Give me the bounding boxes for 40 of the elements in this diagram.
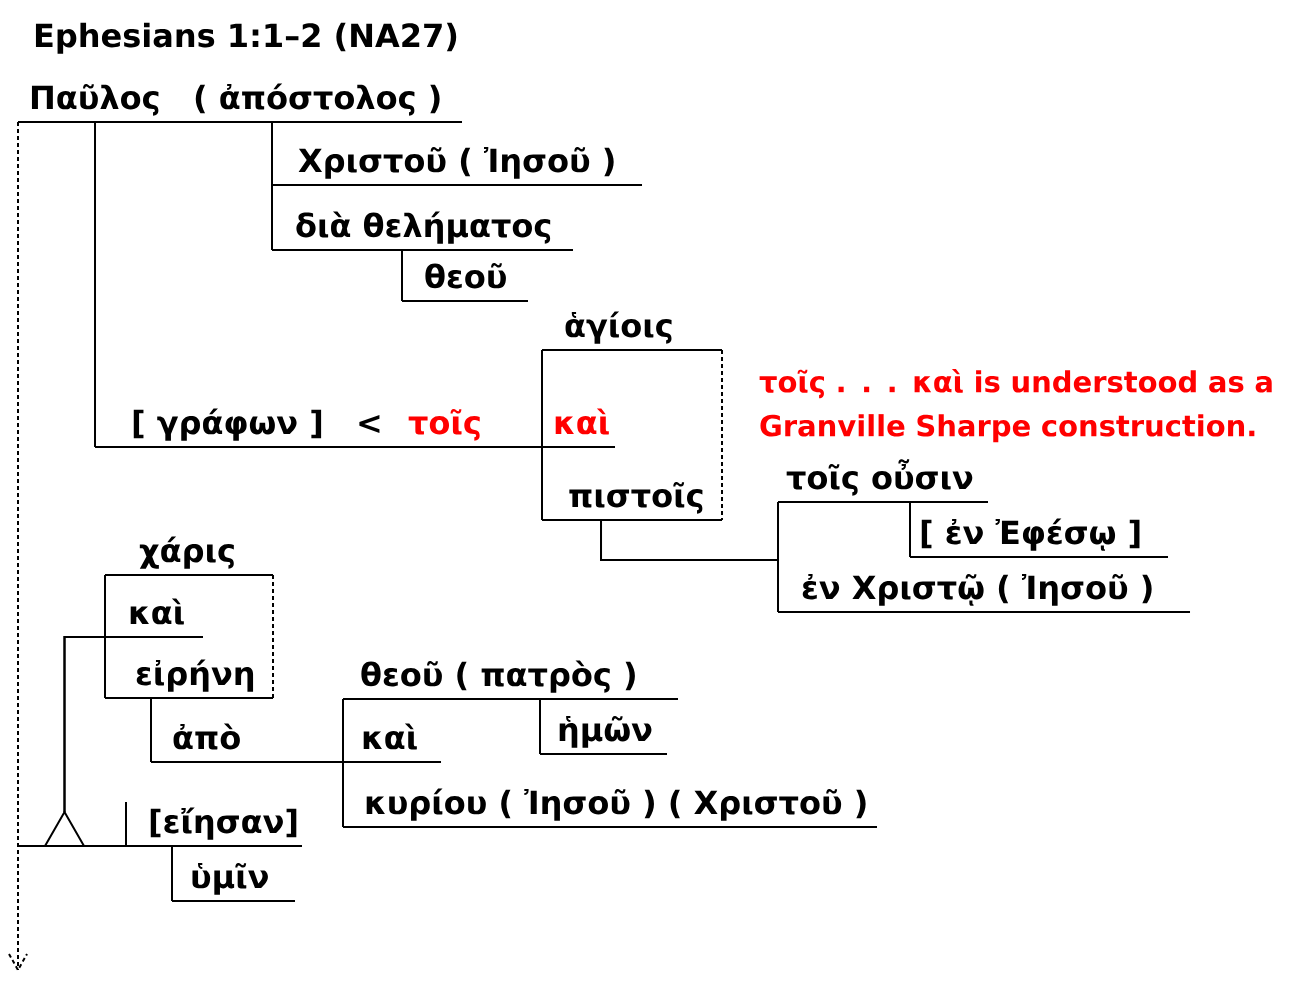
word-on-line: εἰρήνη [104,659,274,699]
word-on-line: [ γράφων ] < τοῖς [94,408,543,448]
connector-line [63,636,106,813]
connector-line [94,121,96,448]
word-on-line: διὰ θελήματος [271,211,574,251]
word-on-line: χάρις [104,536,274,576]
word-on-line: [εἴησαν] [125,801,303,847]
dashed-connector-line [721,349,723,521]
word-on-line: Χριστοῦ ( Ἰησοῦ ) [271,146,643,186]
word-on-line: καὶ [104,598,204,638]
dashed-connector-line [272,574,274,699]
word-on-line: ἀπὸ [150,723,344,763]
pedestal-triangle [17,810,127,847]
word-on-line: ἐν Χριστῷ ( Ἰησοῦ ) [777,573,1191,613]
word-on-line: κυρίου ( Ἰησοῦ ) ( Χριστοῦ ) [342,788,878,828]
connector-line [541,446,543,521]
connector-line [150,697,152,763]
connector-line [909,501,911,558]
note-text: τοῖς . . . καὶ is understood as a Granville Sharpe construction. [759,369,1272,443]
word-on-line: καὶ [342,723,442,763]
connector-line [600,519,779,613]
connector-line [401,249,403,302]
word-on-line: θεοῦ [401,263,529,302]
word-on-line: ὑμῖν [171,862,296,902]
connector-line [541,349,543,448]
word-on-line: ἡμῶν [539,715,668,755]
connector-line [271,121,273,251]
word-on-line: τοῖς οὖσιν [777,459,989,503]
word-on-line: καὶ [541,408,616,448]
word-on-line: [ ἐν Ἐφέσῳ ] [909,518,1169,558]
connector-line [171,845,173,902]
connector-line [539,698,541,755]
word-on-line: Παῦλος ( ἀπόστολος ) [17,83,463,123]
word-on-line: πιστοῖς [541,482,723,521]
word-on-line: ἁγίοις [541,311,723,351]
connector-line [342,761,344,828]
dashed-arrow [8,121,28,973]
word-on-line: θεοῦ ( πατρὸς ) [342,660,679,700]
title: Ephesians 1:1–2 (NA27) [35,22,457,54]
connector-line [342,698,344,763]
